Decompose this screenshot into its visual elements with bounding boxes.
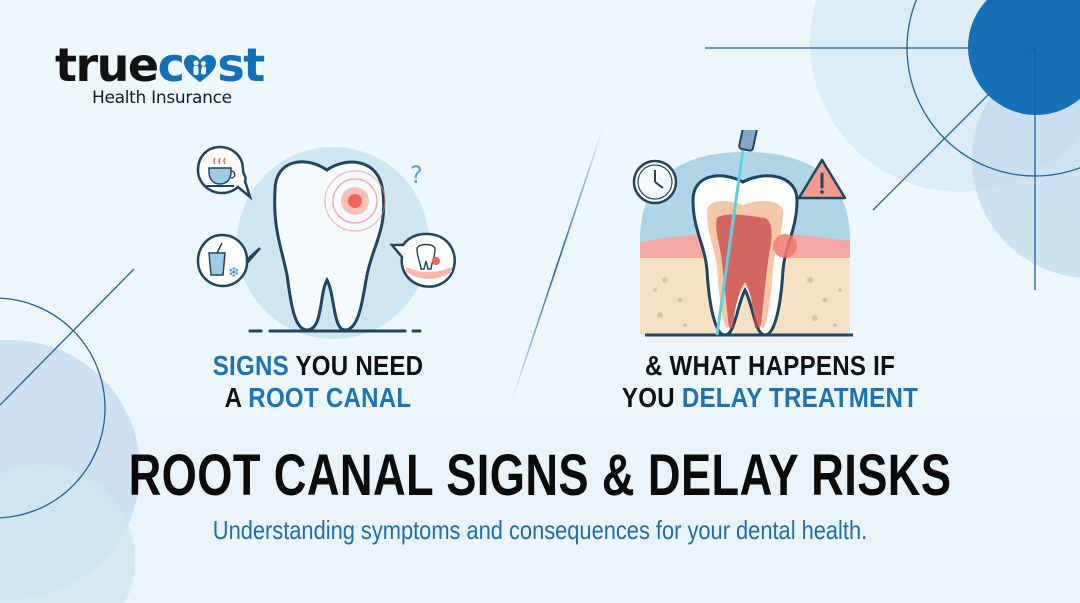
headline-signs: SIGNS	[212, 350, 289, 381]
headline-you-need: YOU NEED	[288, 350, 424, 381]
logo-cost-suffix: st	[217, 38, 265, 92]
right-panel-headline: & WHAT HAPPENS IF YOU DELAY TREATMENT	[577, 350, 964, 414]
logo-cost-text: c	[157, 38, 185, 92]
heart-family-icon	[184, 55, 217, 82]
cold-drink-snowflake-icon: ❄	[196, 233, 261, 288]
dental-file-tool-icon	[715, 130, 758, 336]
headline-you: YOU	[621, 382, 682, 413]
clock-icon	[632, 159, 678, 205]
headline-root-canal: ROOT CANAL	[248, 382, 412, 413]
logo-tagline: Health Insurance	[92, 88, 232, 108]
headline-what-happens: & WHAT HAPPENS IF	[644, 350, 896, 381]
headline-delay-treatment: DELAY TREATMENT	[681, 382, 919, 413]
main-title: ROOT CANAL SIGNS & DELAY RISKS	[128, 443, 952, 508]
headline-a: A	[224, 382, 249, 413]
hot-coffee-icon	[196, 145, 253, 201]
question-mark-icon: ?	[410, 161, 423, 189]
swollen-gum-icon	[389, 232, 456, 288]
tooth-with-pain-icon: ❄ ?	[196, 145, 456, 339]
brand-logo: truec st Health Insurance	[55, 38, 265, 108]
subtitle: Understanding symptoms and consequences …	[212, 515, 868, 545]
logo-wordmark: truec st	[55, 38, 265, 92]
logo-true-text: true	[55, 38, 159, 92]
left-panel-headline: SIGNS YOU NEED A ROOT CANAL	[189, 350, 447, 414]
root-canal-cross-section-icon	[632, 130, 853, 337]
warning-triangle-icon	[797, 158, 847, 200]
svg-text:❄: ❄	[228, 265, 240, 281]
